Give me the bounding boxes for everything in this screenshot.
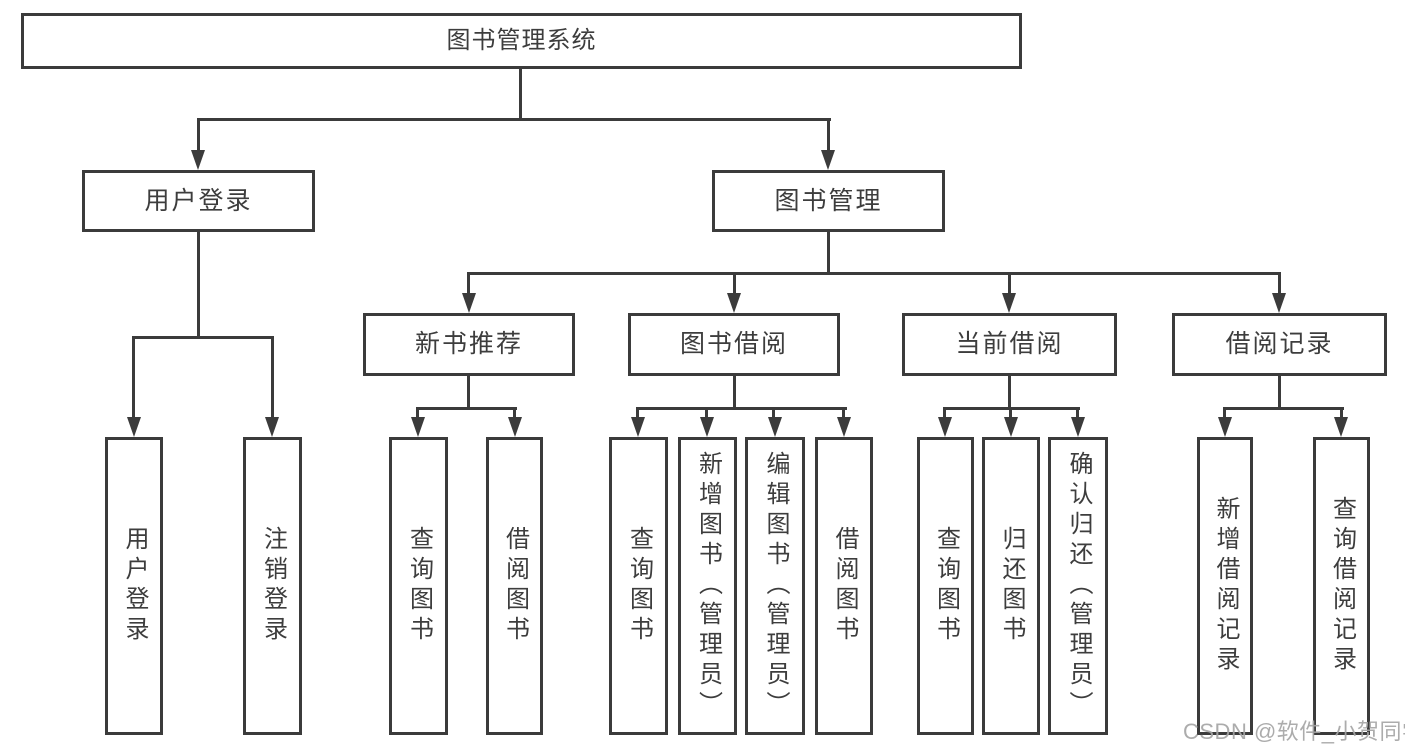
node-label: 查询图书 (932, 526, 960, 646)
connector-line (1278, 272, 1281, 296)
node-leaf-borrow-books-recommend: 借阅图书 (486, 437, 543, 735)
node-label: 确认归还（管理员） (1065, 451, 1092, 721)
connector-line (827, 232, 830, 275)
connector-line (197, 232, 200, 339)
node-leaf-query-books-recommend: 查询图书 (389, 437, 448, 735)
arrow-down-icon (727, 293, 741, 313)
node-library-management-system: 图书管理系统 (21, 13, 1022, 69)
connector-line (467, 272, 1281, 275)
node-label: 新增图书（管理员） (694, 451, 722, 721)
connector-line (636, 407, 847, 410)
connector-line (132, 336, 274, 339)
csdn-watermark: CSDN @软件_小贺同学 (1183, 719, 1405, 744)
arrow-down-icon (265, 417, 279, 437)
arrow-down-icon (1272, 293, 1286, 313)
connector-line (467, 272, 470, 296)
arrow-down-icon (191, 150, 205, 170)
node-leaf-add-books-admin: 新增图书（管理员） (678, 437, 737, 735)
connector-line (827, 118, 830, 152)
arrow-down-icon (1218, 417, 1232, 437)
connector-line (943, 407, 946, 421)
node-label: 当前借阅 (955, 330, 1064, 358)
node-label: 借阅图书 (501, 526, 529, 646)
connector-line (416, 407, 517, 410)
node-label: 归还图书 (998, 526, 1025, 646)
node-leaf-query-borrow-record: 查询借阅记录 (1313, 437, 1370, 735)
arrow-down-icon (462, 293, 476, 313)
connector-line (772, 407, 775, 421)
node-label: 注销登录 (259, 526, 287, 646)
arrow-down-icon (1071, 417, 1085, 437)
connector-line (1223, 407, 1226, 421)
connector-line (1223, 407, 1344, 410)
connector-line (1076, 407, 1079, 421)
node-leaf-edit-books-admin: 编辑图书（管理员） (745, 437, 805, 735)
connector-line (705, 407, 708, 421)
arrow-down-icon (821, 150, 835, 170)
connector-line (842, 407, 845, 421)
node-label: 查询图书 (625, 526, 653, 646)
node-leaf-query-books-borrow: 查询图书 (609, 437, 668, 735)
arrow-down-icon (700, 417, 714, 437)
node-label: 查询借阅记录 (1328, 496, 1356, 676)
connector-line (197, 118, 831, 121)
connector-line (132, 336, 135, 420)
connector-line (467, 376, 470, 410)
arrow-down-icon (127, 417, 141, 437)
arrow-down-icon (631, 417, 645, 437)
node-label: 查询图书 (405, 526, 433, 646)
node-leaf-return-books: 归还图书 (982, 437, 1040, 735)
node-label: 用户登录 (144, 186, 253, 215)
node-leaf-query-books-current: 查询图书 (917, 437, 974, 735)
arrow-down-icon (938, 417, 952, 437)
node-borrowing-records: 借阅记录 (1172, 313, 1387, 376)
node-label: 图书借阅 (679, 330, 788, 358)
arrow-down-icon (1002, 293, 1016, 313)
connector-line (1340, 407, 1343, 421)
arrow-down-icon (411, 417, 425, 437)
connector-line (197, 118, 200, 152)
node-leaf-user-login: 用户登录 (105, 437, 163, 735)
node-user-login: 用户登录 (82, 170, 315, 232)
node-label: 借阅图书 (831, 526, 858, 646)
arrow-down-icon (768, 417, 782, 437)
connector-line (1008, 376, 1011, 410)
connector-line (519, 69, 522, 118)
arrow-down-icon (1334, 417, 1348, 437)
node-book-management: 图书管理 (712, 170, 945, 232)
arrow-down-icon (508, 417, 522, 437)
node-label: 图书管理 (774, 186, 883, 215)
connector-line (733, 272, 736, 296)
arrow-down-icon (837, 417, 851, 437)
connector-line (733, 376, 736, 410)
connector-line (1009, 407, 1012, 421)
node-leaf-confirm-return-admin: 确认归还（管理员） (1048, 437, 1108, 735)
node-leaf-add-borrow-record: 新增借阅记录 (1197, 437, 1253, 735)
node-label: 编辑图书（管理员） (762, 451, 789, 721)
node-label: 新增借阅记录 (1212, 496, 1239, 676)
node-label: 借阅记录 (1225, 330, 1334, 358)
node-new-book-recommendation: 新书推荐 (363, 313, 575, 376)
node-label: 用户登录 (121, 526, 148, 646)
arrow-down-icon (1004, 417, 1018, 437)
node-leaf-logout: 注销登录 (243, 437, 302, 735)
node-label: 新书推荐 (414, 330, 523, 358)
node-label: 图书管理系统 (446, 27, 597, 54)
node-book-borrowing: 图书借阅 (628, 313, 840, 376)
node-leaf-borrow-books: 借阅图书 (815, 437, 873, 735)
connector-line (513, 407, 516, 421)
connector-line (1008, 272, 1011, 296)
connector-line (271, 336, 274, 420)
node-current-borrowing: 当前借阅 (902, 313, 1117, 376)
connector-line (636, 407, 639, 421)
connector-line (416, 407, 419, 421)
connector-line (1278, 376, 1281, 410)
